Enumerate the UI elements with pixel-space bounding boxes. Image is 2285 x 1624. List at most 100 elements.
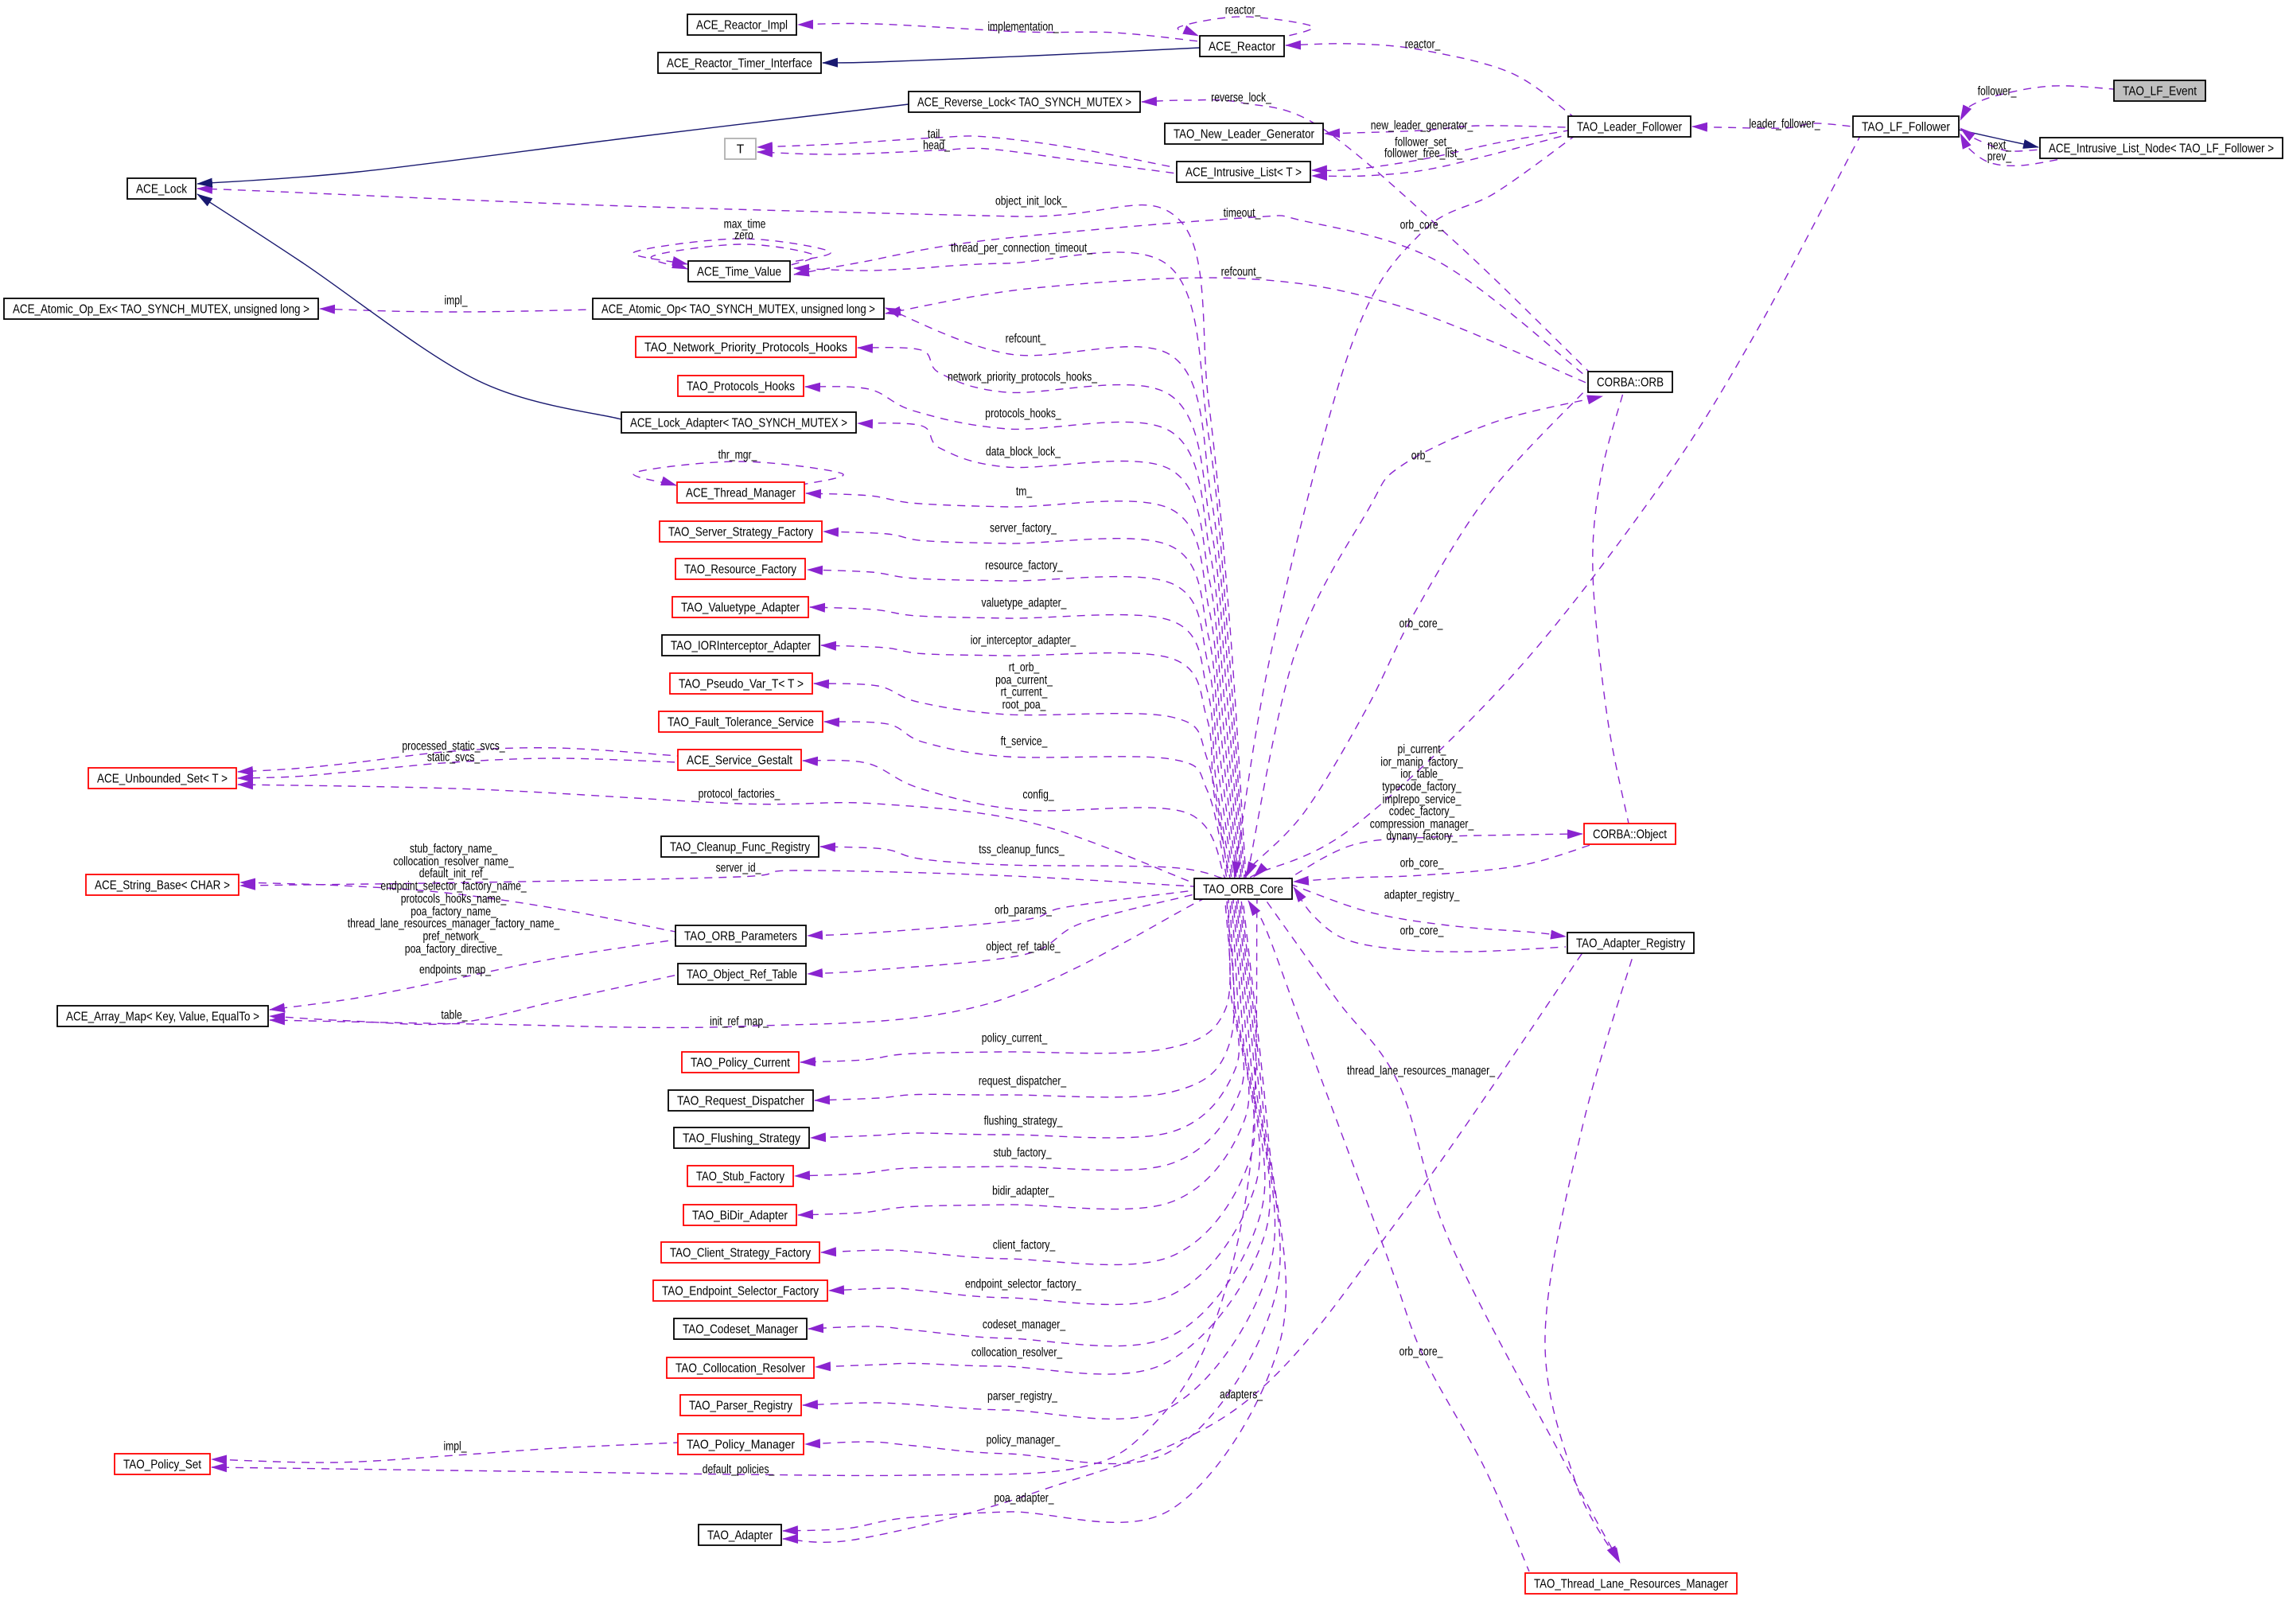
svg-text:protocols_hooks_: protocols_hooks_ bbox=[985, 407, 1061, 421]
svg-text:pi_current_: pi_current_ bbox=[1398, 743, 1446, 757]
svg-text:poa_adapter_: poa_adapter_ bbox=[994, 1492, 1053, 1505]
svg-text:protocols_hooks_name_: protocols_hooks_name_ bbox=[401, 893, 507, 906]
svg-text:rt_orb_: rt_orb_ bbox=[1009, 661, 1040, 675]
svg-text:policy_current_: policy_current_ bbox=[982, 1032, 1048, 1046]
svg-text:policy_manager_: policy_manager_ bbox=[987, 1434, 1061, 1447]
svg-text:TAO_Endpoint_Selector_Factory: TAO_Endpoint_Selector_Factory bbox=[662, 1285, 819, 1299]
svg-text:protocol_factories_: protocol_factories_ bbox=[699, 788, 780, 801]
svg-text:new_leader_generator_: new_leader_generator_ bbox=[1371, 119, 1473, 133]
svg-text:refcount_: refcount_ bbox=[1006, 333, 1046, 346]
svg-text:TAO_Protocols_Hooks: TAO_Protocols_Hooks bbox=[687, 380, 795, 394]
svg-text:thread_lane_resources_manager_: thread_lane_resources_manager_ bbox=[1347, 1065, 1495, 1078]
svg-text:thread_per_connection_timeout_: thread_per_connection_timeout_ bbox=[951, 242, 1092, 255]
svg-text:data_block_lock_: data_block_lock_ bbox=[986, 446, 1061, 459]
svg-text:orb_core_: orb_core_ bbox=[1399, 617, 1443, 631]
svg-text:orb_core_: orb_core_ bbox=[1399, 1346, 1443, 1359]
svg-text:reactor_: reactor_ bbox=[1225, 4, 1261, 18]
svg-text:TAO_Thread_Lane_Resources_Mana: TAO_Thread_Lane_Resources_Manager bbox=[1534, 1578, 1728, 1591]
svg-text:TAO_ORB_Core: TAO_ORB_Core bbox=[1203, 883, 1283, 897]
svg-text:TAO_Cleanup_Func_Registry: TAO_Cleanup_Func_Registry bbox=[670, 841, 810, 855]
svg-text:adapters_: adapters_ bbox=[1220, 1388, 1263, 1402]
svg-text:default_policies_: default_policies_ bbox=[703, 1463, 775, 1477]
svg-text:head_: head_ bbox=[923, 139, 950, 153]
svg-text:endpoints_map_: endpoints_map_ bbox=[419, 964, 491, 977]
svg-text:TAO_Codeset_Manager: TAO_Codeset_Manager bbox=[683, 1323, 798, 1337]
svg-text:processed_static_svcs_: processed_static_svcs_ bbox=[402, 740, 504, 754]
svg-text:ACE_Thread_Manager: ACE_Thread_Manager bbox=[686, 487, 796, 500]
svg-text:follower_free_list_: follower_free_list_ bbox=[1384, 147, 1462, 161]
svg-text:follower_: follower_ bbox=[1978, 85, 2017, 99]
svg-text:dynany_factory_: dynany_factory_ bbox=[1386, 830, 1458, 843]
svg-text:leader_follower_: leader_follower_ bbox=[1749, 118, 1820, 131]
svg-text:poa_factory_directive_: poa_factory_directive_ bbox=[405, 943, 503, 956]
svg-text:tm_: tm_ bbox=[1016, 485, 1033, 499]
svg-text:root_poa_: root_poa_ bbox=[1002, 699, 1046, 712]
svg-text:TAO_Object_Ref_Table: TAO_Object_Ref_Table bbox=[687, 968, 797, 982]
svg-text:timeout_: timeout_ bbox=[1224, 207, 1261, 220]
svg-text:TAO_Adapter: TAO_Adapter bbox=[707, 1529, 773, 1543]
svg-text:orb_core_: orb_core_ bbox=[1400, 857, 1444, 870]
svg-text:TAO_Flushing_Strategy: TAO_Flushing_Strategy bbox=[683, 1132, 800, 1146]
svg-text:TAO_Server_Strategy_Factory: TAO_Server_Strategy_Factory bbox=[668, 526, 813, 539]
svg-text:ior_interceptor_adapter_: ior_interceptor_adapter_ bbox=[971, 634, 1076, 648]
svg-text:ACE_Reverse_Lock< TAO_SYNCH_MU: ACE_Reverse_Lock< TAO_SYNCH_MUTEX > bbox=[917, 96, 1131, 110]
svg-text:ACE_String_Base< CHAR >: ACE_String_Base< CHAR > bbox=[95, 879, 230, 893]
svg-text:stub_factory_name_: stub_factory_name_ bbox=[410, 843, 497, 856]
svg-text:typecode_factory_: typecode_factory_ bbox=[1382, 781, 1462, 794]
svg-text:orb_params_: orb_params_ bbox=[995, 904, 1052, 917]
svg-text:reactor_: reactor_ bbox=[1405, 38, 1441, 52]
svg-text:TAO_LF_Event: TAO_LF_Event bbox=[2123, 85, 2197, 99]
svg-text:init_ref_map_: init_ref_map_ bbox=[710, 1015, 769, 1029]
svg-text:TAO_Request_Dispatcher: TAO_Request_Dispatcher bbox=[677, 1095, 804, 1108]
svg-text:resource_factory_: resource_factory_ bbox=[985, 559, 1063, 573]
svg-text:table_: table_ bbox=[441, 1009, 467, 1022]
svg-text:server_factory_: server_factory_ bbox=[990, 522, 1057, 535]
svg-text:parser_registry_: parser_registry_ bbox=[987, 1390, 1057, 1404]
svg-text:TAO_New_Leader_Generator: TAO_New_Leader_Generator bbox=[1174, 128, 1314, 142]
svg-text:ACE_Unbounded_Set< T >: ACE_Unbounded_Set< T > bbox=[97, 773, 228, 786]
svg-text:TAO_Policy_Set: TAO_Policy_Set bbox=[123, 1458, 202, 1472]
svg-text:ACE_Array_Map< Key, Value, Equ: ACE_Array_Map< Key, Value, EqualTo > bbox=[66, 1011, 259, 1024]
svg-text:refcount_: refcount_ bbox=[1221, 266, 1262, 279]
svg-text:ACE_Intrusive_List_Node< TAO_L: ACE_Intrusive_List_Node< TAO_LF_Follower… bbox=[2049, 142, 2274, 156]
svg-text:tss_cleanup_funcs_: tss_cleanup_funcs_ bbox=[979, 843, 1065, 857]
svg-text:thr_mgr_: thr_mgr_ bbox=[718, 449, 757, 462]
svg-text:TAO_Stub_Factory: TAO_Stub_Factory bbox=[696, 1170, 784, 1184]
svg-text:valuetype_adapter_: valuetype_adapter_ bbox=[982, 597, 1067, 610]
svg-text:TAO_Leader_Follower: TAO_Leader_Follower bbox=[1577, 121, 1682, 134]
svg-text:ACE_Atomic_Op< TAO_SYNCH_MUTEX: ACE_Atomic_Op< TAO_SYNCH_MUTEX, unsigned… bbox=[601, 303, 875, 317]
svg-text:TAO_Client_Strategy_Factory: TAO_Client_Strategy_Factory bbox=[670, 1247, 811, 1260]
svg-text:ft_service_: ft_service_ bbox=[1001, 735, 1048, 749]
svg-text:pref_network_: pref_network_ bbox=[422, 930, 484, 944]
svg-text:zero: zero bbox=[734, 229, 753, 243]
svg-text:adapter_registry_: adapter_registry_ bbox=[1384, 889, 1460, 902]
svg-text:TAO_Collocation_Resolver: TAO_Collocation_Resolver bbox=[675, 1362, 805, 1376]
svg-text:next_: next_ bbox=[1987, 139, 2011, 153]
svg-text:rt_current_: rt_current_ bbox=[1001, 686, 1048, 699]
svg-text:implementation_: implementation_ bbox=[987, 21, 1059, 34]
svg-text:TAO_Parser_Registry: TAO_Parser_Registry bbox=[689, 1400, 792, 1413]
svg-text:static_svcs_: static_svcs_ bbox=[427, 751, 481, 765]
svg-text:ACE_Intrusive_List< T >: ACE_Intrusive_List< T > bbox=[1185, 166, 1302, 180]
svg-text:flushing_strategy_: flushing_strategy_ bbox=[984, 1115, 1063, 1128]
svg-text:ACE_Time_Value: ACE_Time_Value bbox=[697, 266, 781, 279]
svg-text:reverse_lock_: reverse_lock_ bbox=[1211, 92, 1271, 105]
svg-text:codec_factory_: codec_factory_ bbox=[1389, 805, 1455, 819]
svg-text:server_id_: server_id_ bbox=[716, 862, 761, 875]
svg-text:impl_: impl_ bbox=[444, 294, 467, 308]
svg-text:collocation_resolver_name_: collocation_resolver_name_ bbox=[393, 855, 514, 869]
svg-text:request_dispatcher_: request_dispatcher_ bbox=[979, 1075, 1067, 1089]
svg-text:default_init_ref_: default_init_ref_ bbox=[419, 867, 489, 881]
svg-text:endpoint_selector_factory_name: endpoint_selector_factory_name_ bbox=[380, 880, 527, 894]
svg-text:ACE_Reactor_Timer_Interface: ACE_Reactor_Timer_Interface bbox=[667, 57, 812, 71]
svg-text:TAO_LF_Follower: TAO_LF_Follower bbox=[1862, 121, 1950, 134]
svg-text:ACE_Reactor_Impl: ACE_Reactor_Impl bbox=[696, 19, 788, 33]
svg-text:poa_current_: poa_current_ bbox=[995, 674, 1053, 687]
svg-text:endpoint_selector_factory_: endpoint_selector_factory_ bbox=[965, 1278, 1081, 1291]
svg-text:prev_: prev_ bbox=[1987, 150, 2012, 164]
svg-text:orb_: orb_ bbox=[1411, 450, 1431, 463]
svg-text:TAO_Policy_Current: TAO_Policy_Current bbox=[691, 1057, 791, 1070]
svg-text:orb_core_: orb_core_ bbox=[1400, 219, 1444, 232]
svg-text:config_: config_ bbox=[1022, 789, 1053, 802]
svg-text:follower_set_: follower_set_ bbox=[1395, 136, 1452, 150]
